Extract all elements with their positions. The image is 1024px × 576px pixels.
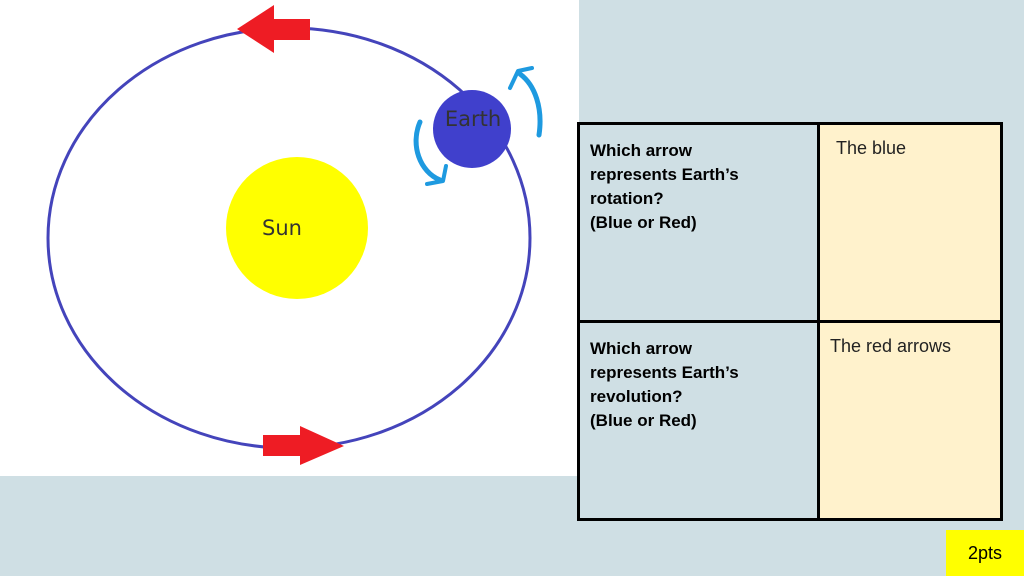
answer-text: The blue — [836, 138, 907, 158]
revolution-arrow-bottom — [263, 426, 344, 465]
revolution-arrow-top — [237, 5, 310, 53]
answer-text: The red arrows — [830, 336, 952, 356]
orbit-diagram: Sun Earth — [46, 5, 543, 465]
rotation-arrow-right — [508, 66, 543, 138]
question-text: Which arrow represents Earth’s rotation?… — [590, 141, 739, 232]
question-text: Which arrow represents Earth’s revolutio… — [590, 339, 739, 430]
earth — [433, 90, 511, 168]
question-cell-rotation: Which arrow represents Earth’s rotation?… — [577, 122, 820, 323]
question-answer-table: Which arrow represents Earth’s rotation?… — [577, 122, 1003, 521]
points-badge: 2pts — [946, 530, 1024, 576]
rotation-arrow-left — [413, 119, 448, 186]
diagram-panel: Sun Earth — [0, 0, 579, 476]
sun — [226, 157, 368, 299]
sun-label: Sun — [262, 216, 302, 240]
answer-cell-revolution[interactable]: The red arrows — [817, 320, 1003, 521]
question-cell-revolution: Which arrow represents Earth’s revolutio… — [577, 320, 820, 521]
earth-label: Earth — [445, 107, 501, 131]
answer-cell-rotation[interactable]: The blue — [817, 122, 1003, 323]
table-row: Which arrow represents Earth’s rotation?… — [577, 122, 1003, 323]
table-row: Which arrow represents Earth’s revolutio… — [577, 320, 1003, 521]
